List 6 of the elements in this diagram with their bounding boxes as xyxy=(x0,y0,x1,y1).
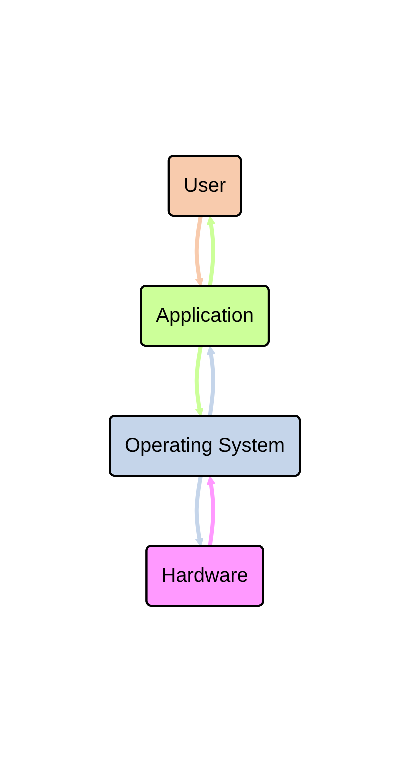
arrow xyxy=(207,216,216,287)
arrow xyxy=(195,216,204,287)
arrow xyxy=(207,346,216,417)
arrow xyxy=(195,476,204,547)
arrow xyxy=(195,346,204,417)
arrow xyxy=(207,476,216,547)
